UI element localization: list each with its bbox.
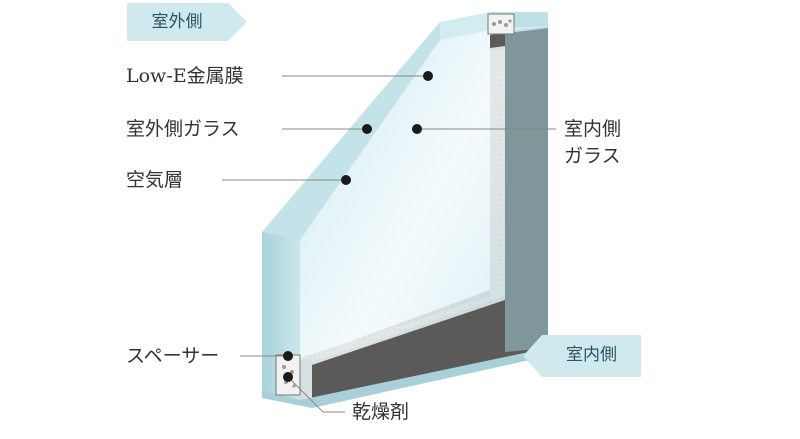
label-outdoor-glass: 室外側ガラス	[126, 118, 240, 140]
label-air-layer: 空気層	[126, 169, 184, 191]
label-spacer: スペーサー	[126, 345, 220, 367]
dot-desiccant	[283, 372, 293, 382]
indoor-glass-pane	[505, 26, 548, 352]
indoor-side-label: 室内側	[566, 345, 617, 365]
label-desiccant: 乾燥剤	[352, 401, 410, 423]
outdoor-side-label: 室外側	[151, 12, 203, 32]
dot-spacer	[283, 351, 293, 361]
dot-low-e	[423, 71, 433, 81]
leader-desiccant-diagonal	[287, 376, 324, 413]
dot-indoor-glass	[412, 124, 422, 134]
outdoor-badge-shape	[127, 3, 247, 41]
label-low-e-film: Low-E金属膜	[126, 65, 244, 87]
label-indoor-glass-line2: ガラス	[564, 145, 621, 167]
indoor-badge-shape	[523, 335, 641, 377]
marker-dots	[283, 71, 433, 382]
label-indoor-glass-line1: 室内側	[564, 118, 622, 140]
dot-air-layer	[341, 175, 351, 185]
dot-outdoor-glass	[362, 124, 372, 134]
leader-lines	[222, 75, 556, 413]
spacer-top	[487, 13, 515, 35]
